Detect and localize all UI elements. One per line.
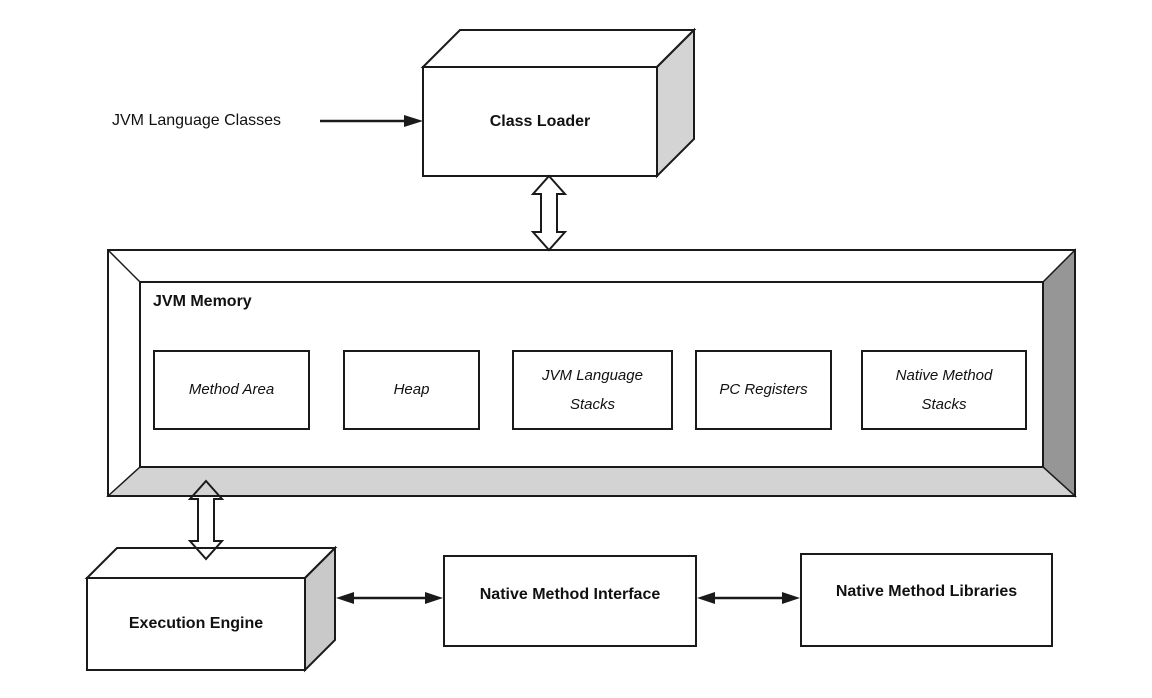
memory-region-method-area: Method Area — [153, 350, 310, 430]
double-arrow-memory-engine-icon — [187, 479, 225, 561]
memory-region-label: Heap — [393, 381, 430, 399]
class-loader-box — [420, 27, 697, 179]
class-loader-front-face — [422, 66, 658, 177]
jvm-memory-frame-right-shade — [1042, 248, 1076, 498]
native-method-libraries-label: Native Method Libraries — [835, 583, 1018, 600]
jvm-memory-frame-bottom-shade — [106, 466, 1077, 497]
arrow-engine-interface-right-head-icon — [425, 592, 443, 604]
native-method-interface-label: Native Method Interface — [479, 586, 661, 603]
native-method-libraries-box: Native Method Libraries — [800, 553, 1053, 647]
execution-engine-label: Execution Engine — [128, 615, 264, 632]
arrow-interface-libraries-right-head-icon — [782, 592, 800, 604]
arrow-interface-libraries-left-head-icon — [697, 592, 715, 604]
class-loader-top-face — [420, 29, 697, 68]
jvm-memory-frame-corner-diagonal — [107, 249, 141, 283]
arrow-engine-interface-left-head-icon — [336, 592, 354, 604]
memory-region-label: JVM Language Stacks — [542, 366, 643, 413]
native-method-interface-box: Native Method Interface — [443, 555, 697, 647]
arrow-classes-head-icon — [404, 115, 423, 127]
jvm-language-classes-label: JVM Language Classes — [112, 112, 281, 129]
execution-engine-box — [84, 545, 338, 673]
memory-region-label: Method Area — [188, 381, 275, 399]
memory-region-heap: Heap — [343, 350, 480, 430]
arrow-classes-to-class-loader — [320, 115, 423, 127]
arrow-interface-to-libraries — [697, 592, 800, 604]
jvm-memory-outer-border — [107, 249, 1076, 497]
arrow-engine-to-interface — [336, 592, 443, 604]
memory-region-label: Native Method Stacks — [895, 366, 993, 413]
memory-region-pc-registers: PC Registers — [695, 350, 832, 430]
execution-engine-front-face — [86, 577, 306, 671]
jvm-memory-label: JVM Memory — [153, 293, 252, 310]
memory-region-jvm-language-stacks: JVM Language Stacks — [512, 350, 673, 430]
memory-region-label: PC Registers — [719, 381, 808, 399]
double-arrow-classloader-memory-icon — [530, 174, 568, 252]
memory-region-native-method-stacks: Native Method Stacks — [861, 350, 1027, 430]
class-loader-label: Class Loader — [489, 112, 591, 130]
